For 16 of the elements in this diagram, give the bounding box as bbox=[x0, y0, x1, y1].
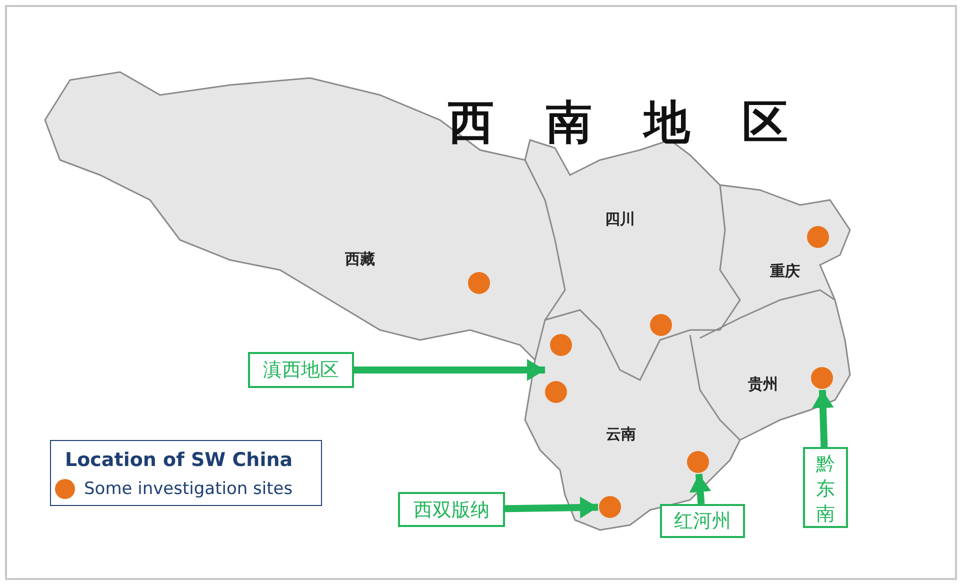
arrow bbox=[812, 390, 834, 448]
arrow bbox=[689, 474, 712, 504]
map-title: 西南地区 bbox=[448, 94, 840, 151]
province-label: 贵州 bbox=[748, 375, 778, 394]
arrow bbox=[354, 359, 545, 381]
place-label: 红河州 bbox=[660, 504, 745, 538]
province-label: 西藏 bbox=[345, 250, 375, 269]
legend-heading: Location of SW China bbox=[65, 449, 293, 471]
place-label: 黔东南 bbox=[803, 447, 848, 528]
province-label: 重庆 bbox=[770, 262, 800, 281]
place-label: 西双版纳 bbox=[398, 492, 505, 527]
legend-text: Some investigation sites bbox=[84, 479, 293, 499]
place-label: 滇西地区 bbox=[248, 352, 354, 388]
arrow bbox=[504, 496, 598, 518]
province-label: 云南 bbox=[606, 425, 636, 444]
province-label: 四川 bbox=[605, 210, 635, 229]
